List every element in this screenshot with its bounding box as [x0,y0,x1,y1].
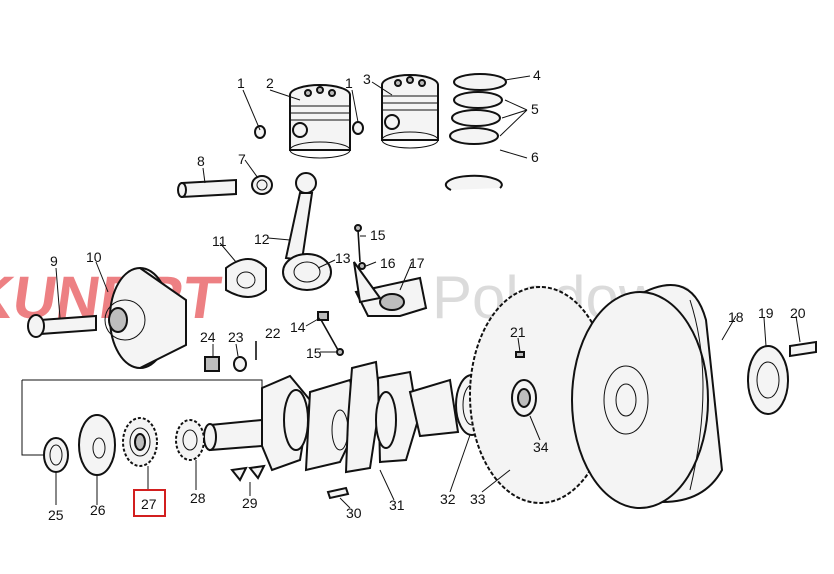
rod-bolts [317,224,366,356]
oil-thrower-washer [78,414,116,476]
rod-cap [353,261,428,317]
callout-30: 30 [346,505,362,521]
callout-32: 32 [440,491,456,507]
pulley-bolt [27,314,97,338]
callout-5: 5 [531,101,539,117]
part-numbers: 1 2 1 3 4 5 6 7 8 9 10 11 12 13 14 15 15… [48,67,806,523]
callout-3: 3 [363,71,371,87]
callout-9: 9 [50,253,58,269]
callout-33: 33 [470,491,486,507]
callout-34: 34 [533,439,549,455]
connecting-rod [282,172,332,291]
woodruff-keys [230,464,266,482]
callout-14: 14 [290,319,306,335]
callout-1-right: 1 [345,75,353,91]
callout-8: 8 [197,153,205,169]
dowel-pin [326,486,350,500]
callout-31: 31 [389,497,405,513]
flywheel-bolt [789,340,817,358]
plug-parts [204,341,257,372]
callout-25: 25 [48,507,64,523]
piston-right [381,74,439,149]
crankshaft [203,360,460,474]
callout-16: 16 [380,255,396,271]
crank-pulley [104,267,187,369]
callout-28: 28 [190,490,206,506]
callout-23: 23 [228,329,244,345]
callout-15-top: 15 [370,227,386,243]
callout-20: 20 [790,305,806,321]
callout-24: 24 [200,329,216,345]
callout-10: 10 [86,249,102,265]
big-end-bearing-shells [225,258,267,298]
callout-19: 19 [758,305,774,321]
pilot-bearing [511,379,537,417]
callout-29: 29 [242,495,258,511]
callout-11: 11 [212,233,227,249]
piston-pin [177,178,237,199]
seal-sleeve [43,437,69,473]
flywheel-lock-plate [747,345,789,415]
callout-26: 26 [90,502,106,518]
callout-1-left: 1 [237,75,245,91]
callout-17: 17 [409,255,425,271]
piston-rings [444,73,507,191]
callout-6: 6 [531,149,539,165]
callout-27: 27 [141,496,157,512]
callout-27-highlight-box [133,489,166,517]
callout-18: 18 [728,309,744,325]
oil-pump-gear [175,419,205,461]
callout-12: 12 [254,231,270,247]
leader-lines [21,75,801,509]
callout-15-bottom: 15 [306,345,322,361]
callout-22: 22 [265,325,281,341]
callout-7: 7 [238,151,246,167]
callout-2: 2 [266,75,274,91]
callout-13: 13 [335,250,351,266]
crank-timing-gear [122,417,158,467]
small-end-bush [251,175,273,195]
callout-4: 4 [533,67,541,83]
piston-left [289,84,351,159]
flywheel [571,284,724,509]
callout-21: 21 [510,324,526,340]
locating-pin [515,351,525,358]
